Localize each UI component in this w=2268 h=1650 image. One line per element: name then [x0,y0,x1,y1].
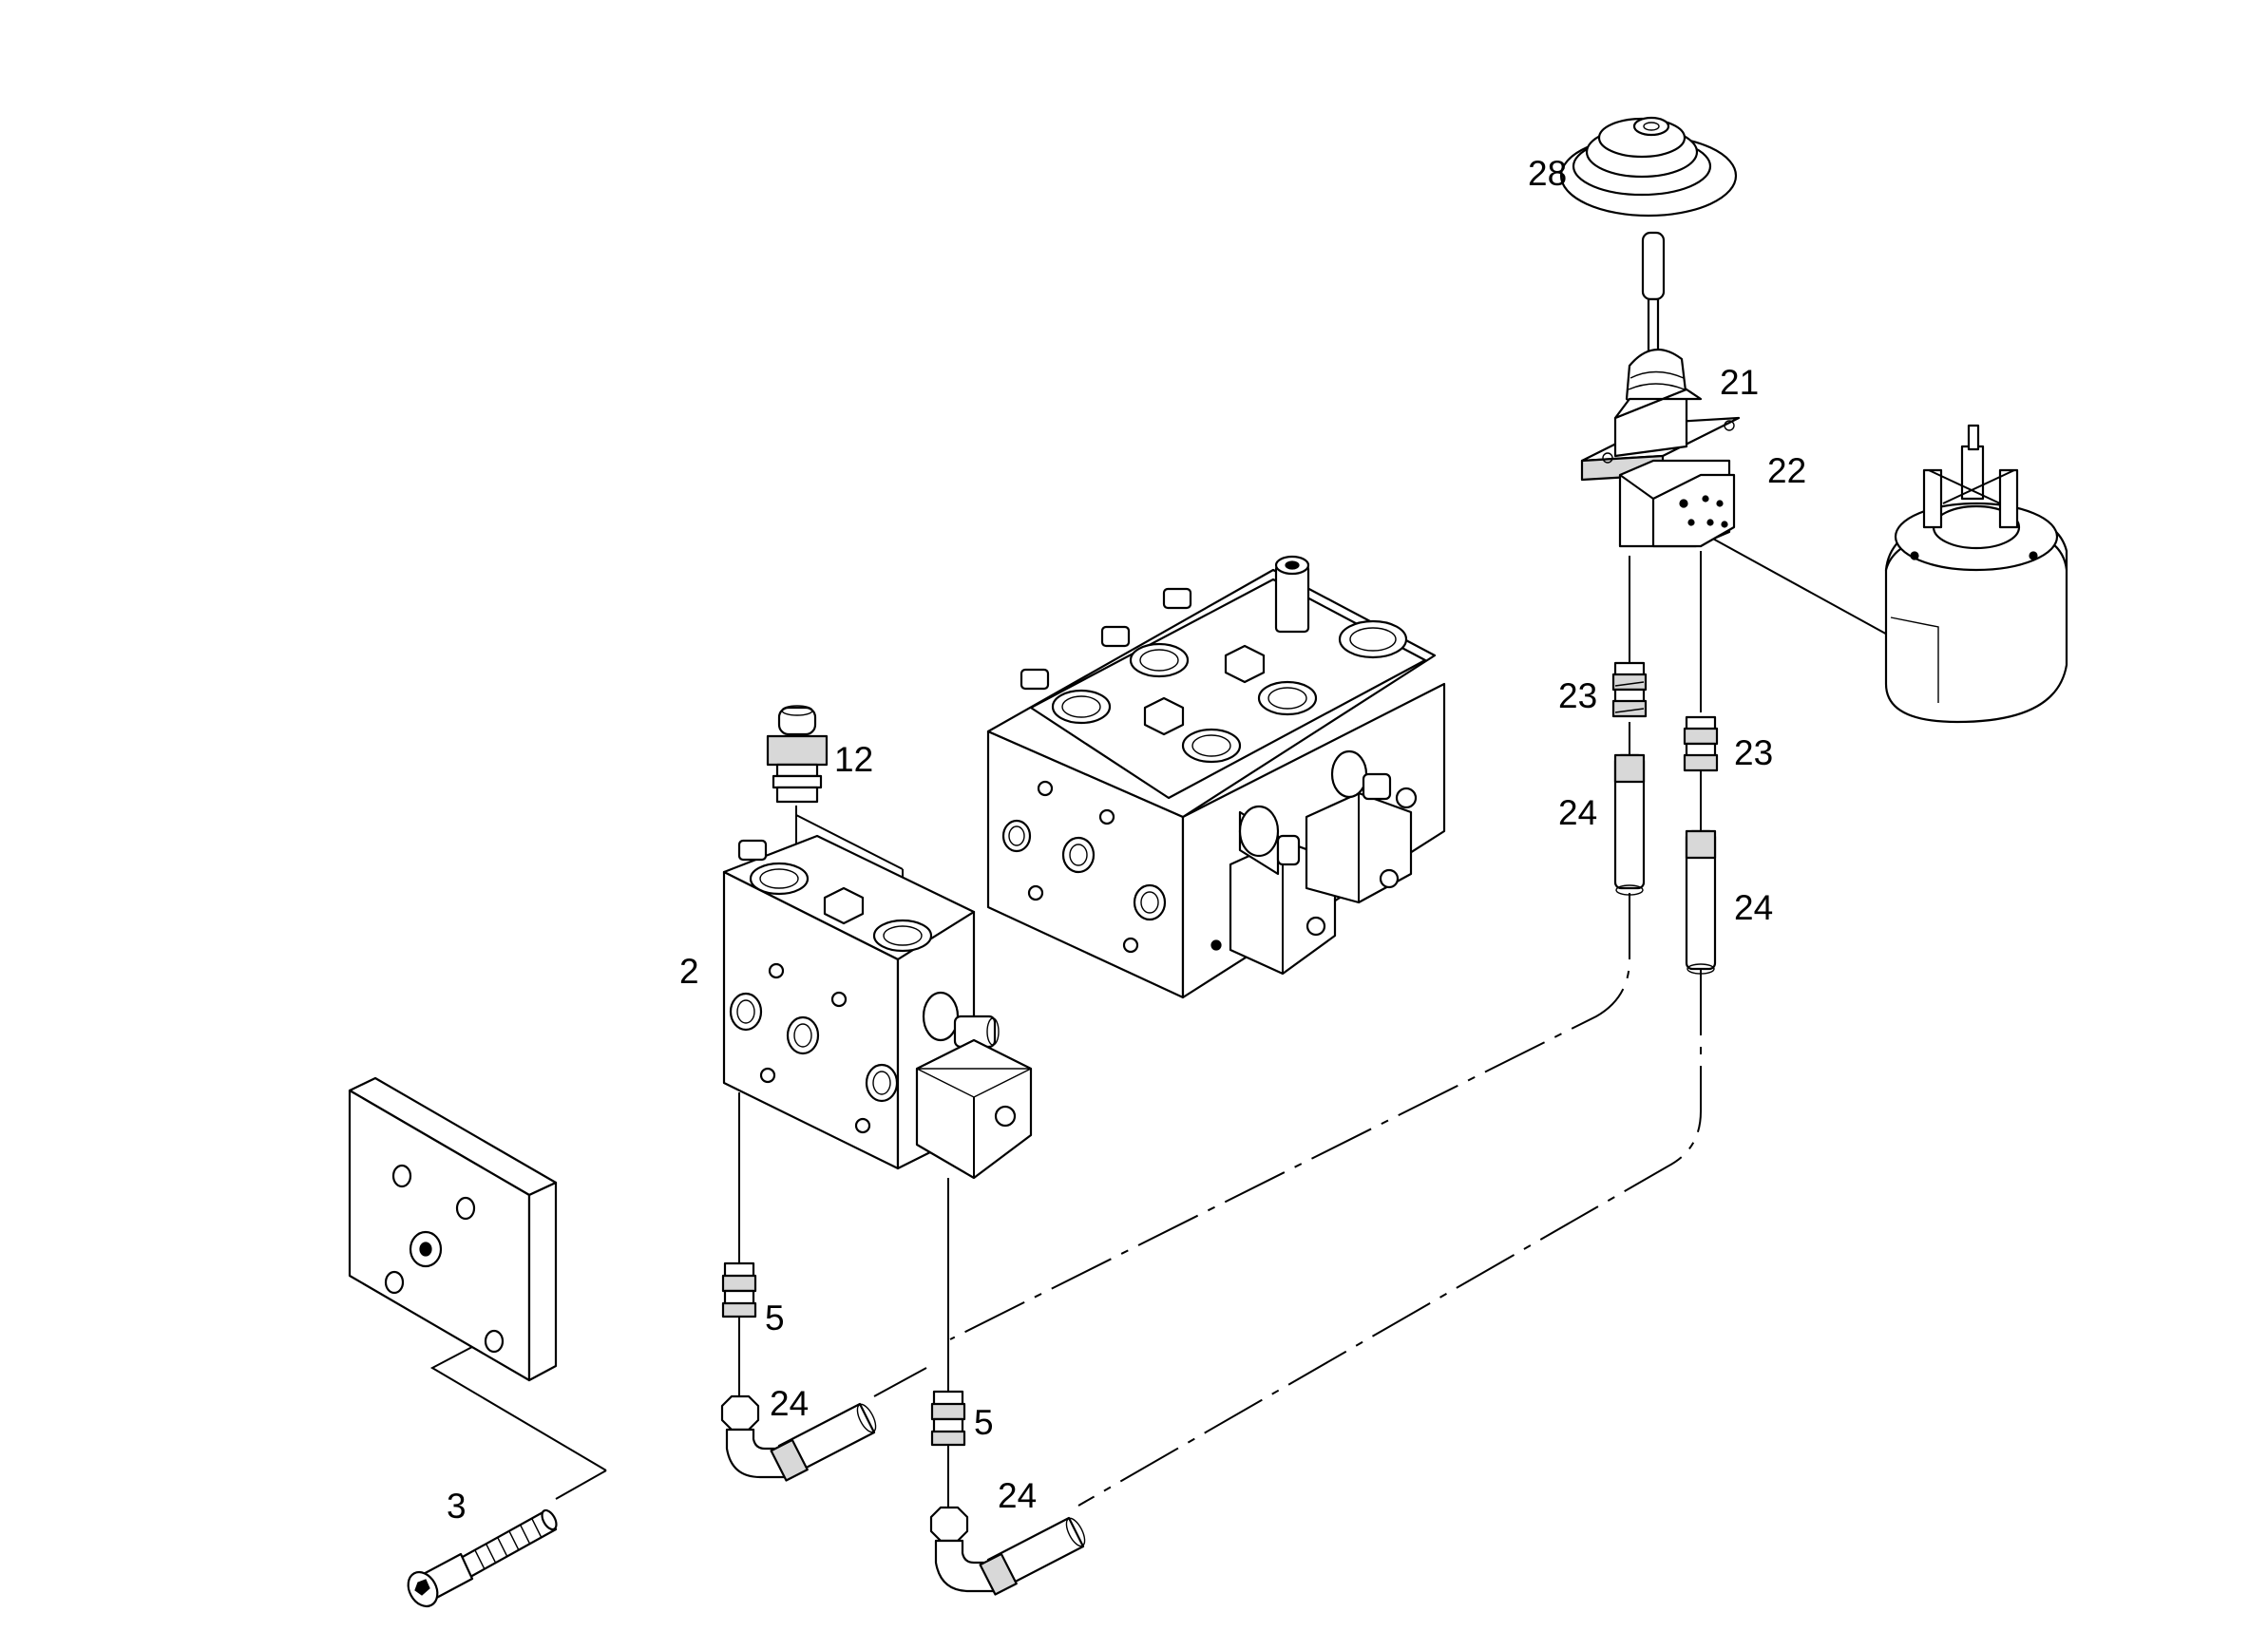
callout-24-upper-left: 24 [1558,793,1597,832]
pump-motor-part [1884,424,2068,724]
boot-cover-part [1559,116,1738,218]
callout-12: 12 [834,740,873,779]
callout-21: 21 [1720,363,1759,402]
joystick-lever [1625,231,1688,409]
hose-24-elbow-right [929,1506,1086,1596]
callout-24-lower-left: 24 [770,1384,809,1423]
main-control-valve [986,555,1446,999]
hose-24-right [1685,829,1717,975]
callout-28: 28 [1528,154,1567,193]
hose-24-elbow-left [720,1394,877,1482]
callout-23-right: 23 [1734,733,1773,772]
hose-24-left [1613,753,1646,896]
joystick-valve-block-part [1618,459,1736,548]
callout-2: 2 [679,952,699,991]
bolt-3 [407,1508,558,1608]
callout-24-lower-right: 24 [998,1476,1037,1515]
callout-23-left: 23 [1558,676,1597,715]
fitting-23-left [1611,661,1648,718]
callout-5-left: 5 [765,1299,785,1337]
callout-3: 3 [447,1487,467,1526]
callout-labels: 28 21 22 23 23 24 24 12 2 5 5 24 24 3 [447,154,1806,1526]
fitting-5-right [930,1390,966,1447]
callout-5-right: 5 [974,1403,994,1442]
callout-24-upper-right: 24 [1734,888,1773,927]
mounting-plate [348,1076,558,1382]
section-valve-2 [722,834,1033,1180]
fitting-23-right [1683,715,1719,772]
fitting-5-left [721,1261,757,1318]
callout-22: 22 [1767,451,1806,490]
adapter-fitting-12 [766,705,829,804]
